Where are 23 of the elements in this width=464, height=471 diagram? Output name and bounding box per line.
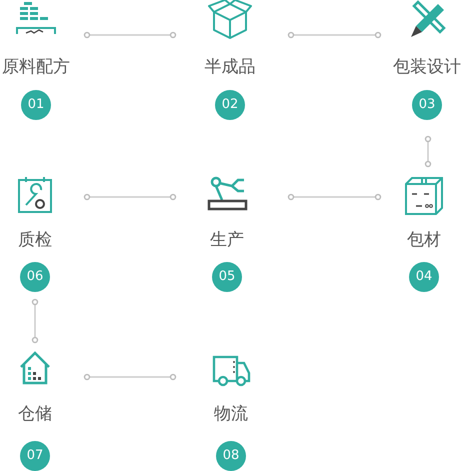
step-label: 半成品 — [204, 57, 256, 77]
connector-line — [84, 194, 176, 200]
connector-line — [32, 298, 38, 344]
step-label: 质检 — [18, 230, 52, 250]
step-number-badge: 01 — [21, 90, 51, 120]
connector-line — [424, 136, 432, 168]
step-number-badge: 08 — [216, 441, 246, 471]
step-number-badge: 07 — [20, 441, 50, 471]
step-number-badge: 02 — [215, 90, 245, 120]
step-number-badge: 03 — [412, 90, 442, 120]
step-label: 包材 — [407, 230, 441, 250]
step-number-badge: 04 — [409, 262, 439, 292]
step-label: 原料配方 — [2, 57, 70, 77]
step-label: 包装设计 — [393, 57, 461, 77]
step-label: 生产 — [210, 230, 244, 250]
step-number-badge: 05 — [212, 262, 242, 292]
step-number-badge: 06 — [20, 262, 50, 292]
connector-line — [84, 32, 176, 38]
connector-line — [84, 374, 176, 380]
connector-line — [288, 194, 382, 200]
connector-line — [288, 32, 382, 38]
step-label: 物流 — [214, 404, 248, 424]
step-label: 仓储 — [18, 404, 52, 424]
